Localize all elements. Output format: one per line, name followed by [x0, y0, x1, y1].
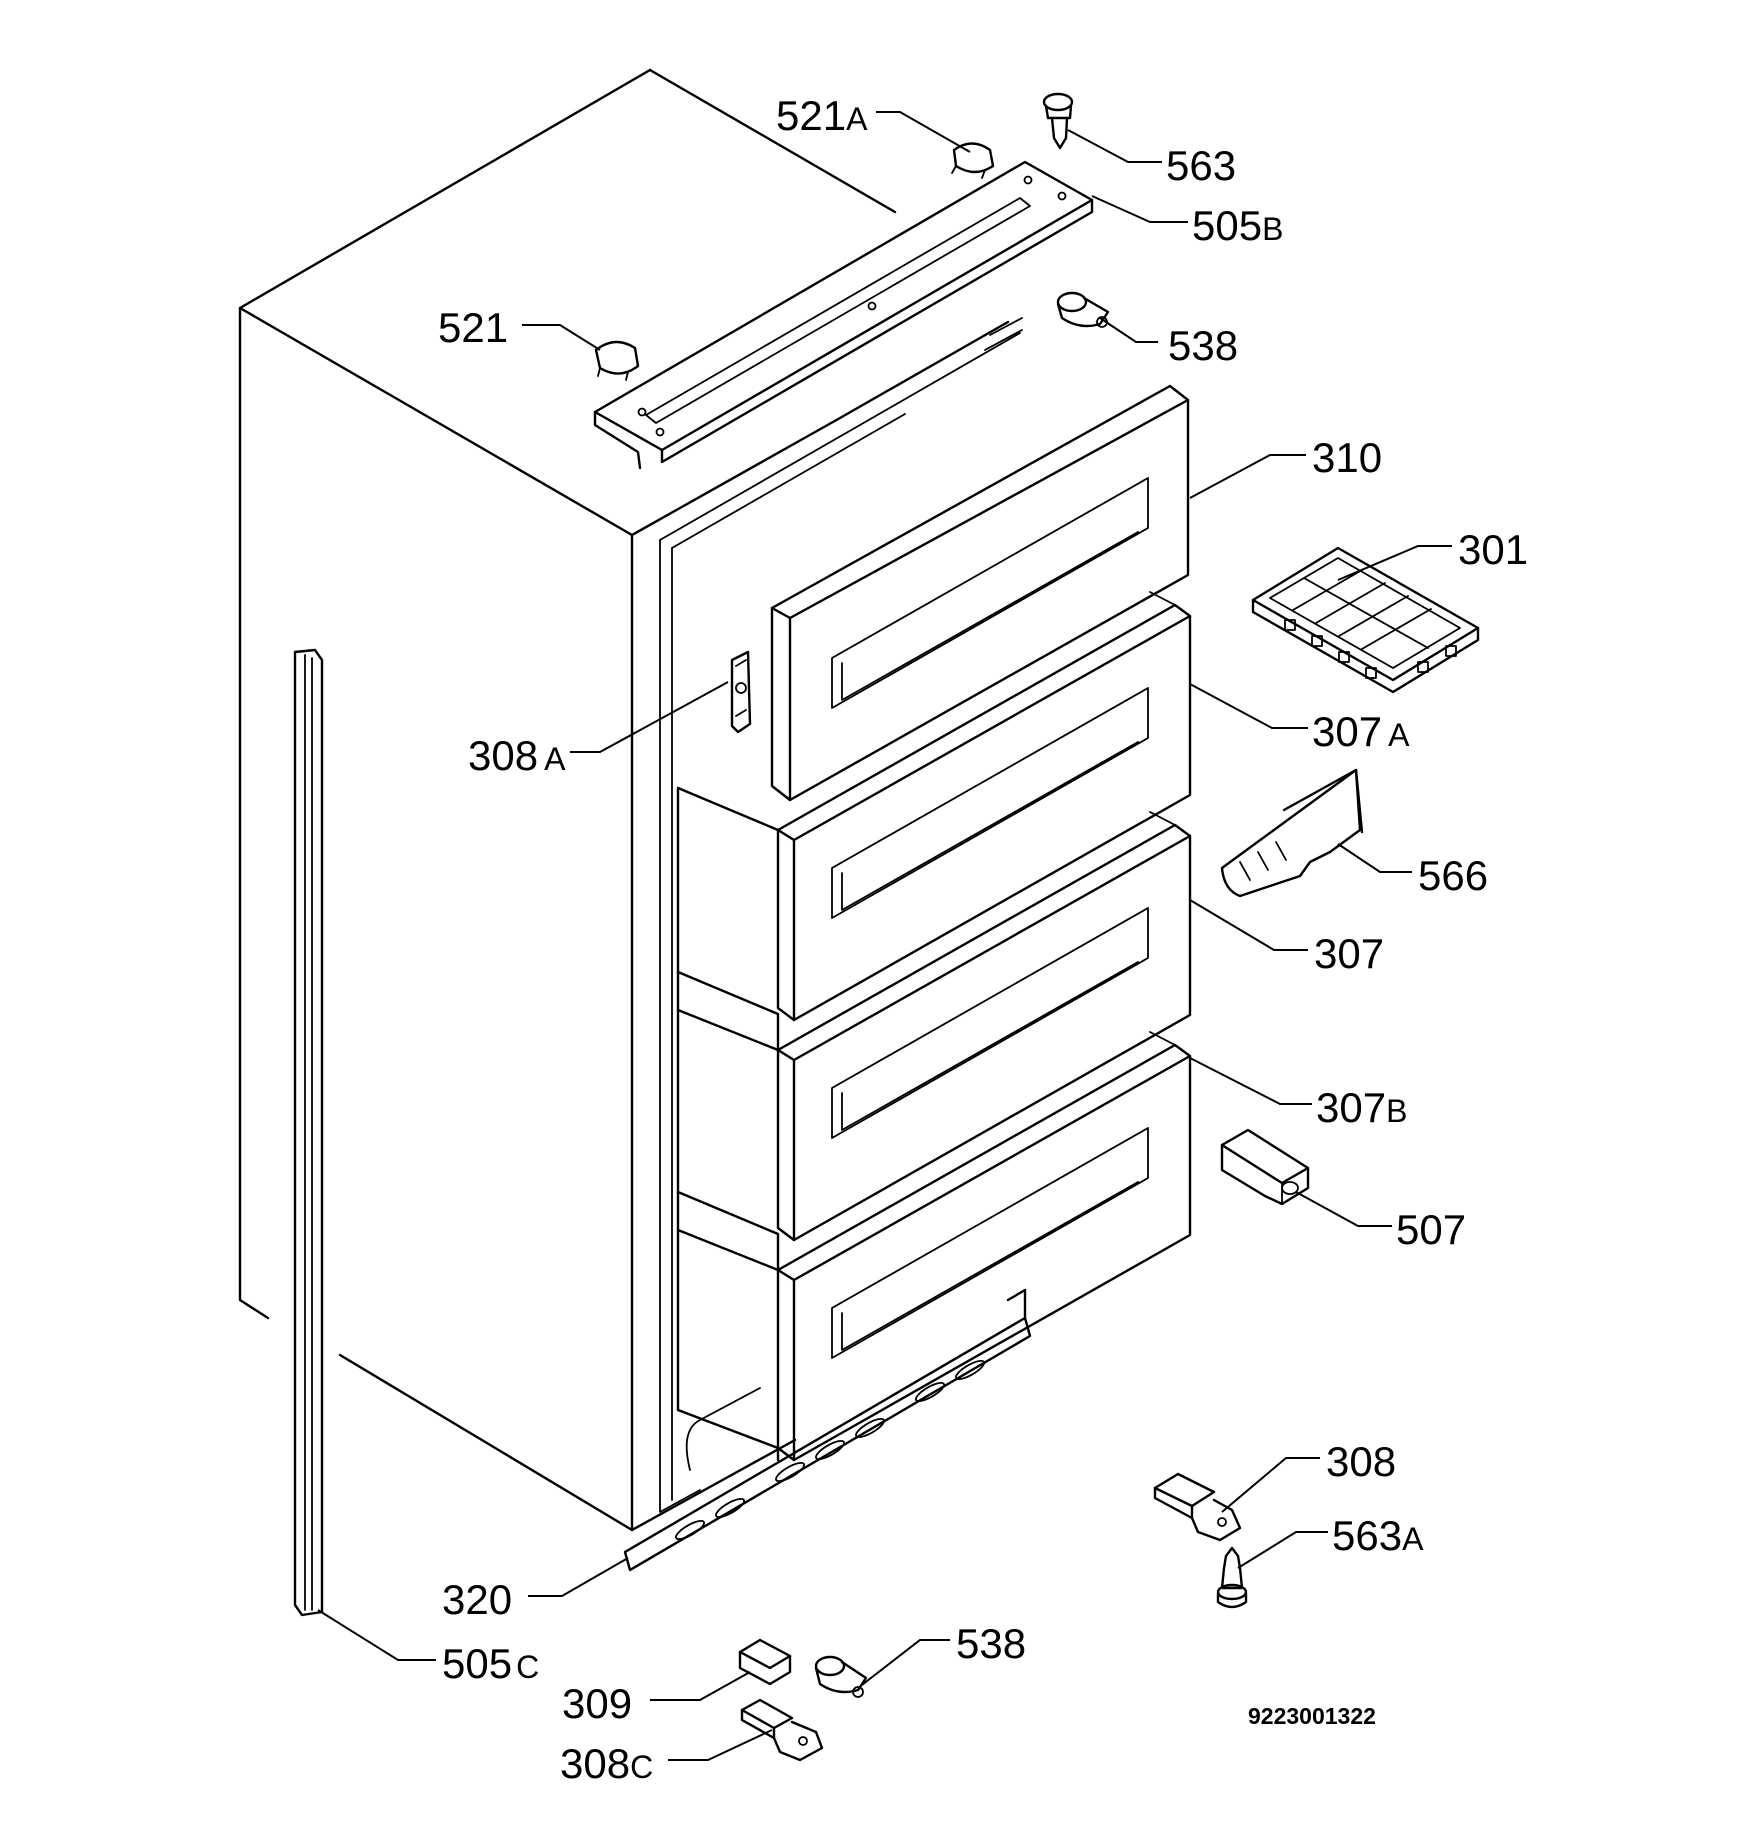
ice-tray-301 — [1251, 546, 1480, 694]
callout-301: 301 — [1458, 526, 1528, 573]
callout-566: 566 — [1418, 852, 1488, 899]
leader-lines — [317, 111, 1452, 1761]
hinge-pin-538-bottom — [814, 1655, 868, 1698]
bottom-rail-320 — [623, 1288, 1032, 1572]
freezer-flap-310 — [770, 384, 1190, 802]
callout-308c: 308C — [560, 1740, 653, 1787]
leader-563a — [1237, 1531, 1328, 1569]
leader-310 — [1189, 454, 1306, 499]
figure-number: 9223001322 — [1248, 1703, 1376, 1729]
callout-538-bottom: 538 — [956, 1620, 1026, 1667]
hinge-308c — [740, 1698, 824, 1762]
leader-307 — [1189, 899, 1308, 951]
callout-507: 507 — [1396, 1206, 1466, 1253]
ice-cube-pockets — [1284, 619, 1457, 679]
hinge-308 — [1153, 1472, 1242, 1542]
door-seal-505c — [293, 648, 324, 1617]
drawer-307 — [676, 811, 1192, 1242]
callout-521a: 521A — [776, 92, 868, 139]
leader-538-top — [1099, 317, 1158, 343]
callout-307: 307 — [1314, 930, 1384, 977]
callout-538-top: 538 — [1168, 322, 1238, 369]
leader-521a — [876, 111, 971, 153]
hinge-cover-521a — [951, 142, 995, 179]
leader-308 — [1221, 1457, 1320, 1513]
screw-563 — [1042, 92, 1074, 150]
cover-309 — [738, 1638, 792, 1686]
rail-slots — [675, 1360, 985, 1540]
ice-scraper-566 — [1220, 768, 1364, 898]
callout-308: 308 — [1326, 1438, 1396, 1485]
drawer-307a — [676, 591, 1192, 1022]
callout-505b: 505B — [1192, 202, 1283, 249]
callout-563a: 563A — [1332, 1512, 1424, 1559]
callout-521: 521 — [438, 304, 508, 351]
leader-505b — [1091, 195, 1188, 223]
callout-307b: 307B — [1316, 1084, 1407, 1131]
callout-563: 563 — [1166, 142, 1236, 189]
leader-505c — [317, 1609, 436, 1661]
screw-563a — [1216, 1546, 1248, 1609]
leader-301 — [1337, 545, 1452, 581]
leader-308a — [570, 681, 729, 753]
callout-310: 310 — [1312, 434, 1382, 481]
hinge-block-507 — [1220, 1128, 1310, 1206]
leader-507 — [1295, 1191, 1392, 1227]
hinge-bracket-308a — [730, 650, 752, 734]
leader-320 — [528, 1557, 629, 1597]
leader-308c — [668, 1729, 773, 1761]
leader-521 — [522, 324, 601, 351]
cabinet-body — [238, 68, 1023, 1532]
leader-538-bottom — [857, 1639, 950, 1689]
leader-307b — [1189, 1057, 1312, 1105]
callout-320: 320 — [442, 1576, 512, 1623]
drawer-307b — [676, 1031, 1192, 1462]
hinge-pin-538-top — [1056, 291, 1110, 328]
leader-563 — [1067, 129, 1162, 163]
leader-566 — [1337, 843, 1412, 873]
top-rail-505b — [593, 160, 1094, 470]
leader-309 — [650, 1671, 751, 1701]
hinge-cover-521 — [594, 340, 640, 381]
callout-309: 309 — [562, 1680, 632, 1727]
leader-307a — [1189, 683, 1308, 729]
